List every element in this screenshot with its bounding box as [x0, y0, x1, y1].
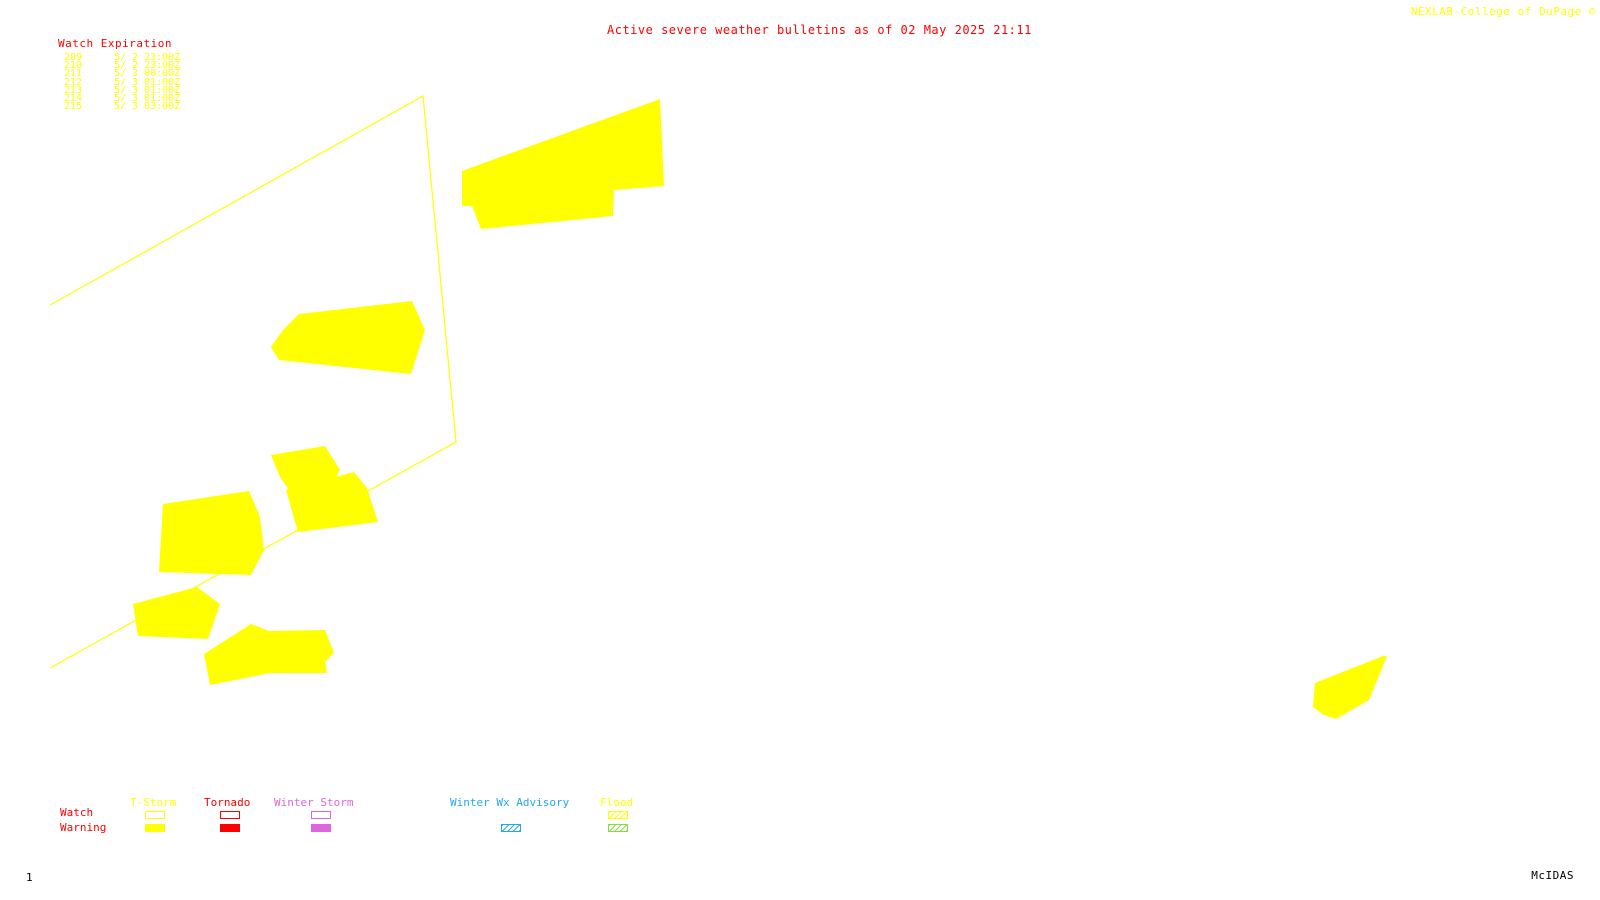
legend-tornado-watch-swatch	[220, 811, 240, 819]
legend-tornado-warning-swatch	[220, 824, 240, 832]
legend-winter-storm-label: Winter Storm	[274, 796, 354, 809]
legend-tstorm-label: T-Storm	[130, 796, 177, 809]
legend-winter-storm-warning-swatch	[311, 824, 331, 832]
tstorm-warning-polygon	[159, 491, 264, 575]
tstorm-watch-outline	[49, 95, 457, 669]
frame-number: 1	[26, 871, 34, 884]
tstorm-warning-polygon	[271, 301, 425, 374]
legend-watch-label: Watch	[60, 806, 94, 819]
tstorm-warning-polygon	[462, 99, 664, 229]
tstorm-warning-polygon	[204, 624, 334, 685]
tstorm-warning-polygon	[133, 587, 220, 639]
legend-flood-warning-swatch	[608, 824, 628, 832]
legend-flood-watch-swatch	[608, 811, 628, 819]
bulletin-title: Active severe weather bulletins as of 02…	[607, 23, 1032, 37]
legend-warning-label: Warning	[60, 821, 107, 834]
brand-label: NEXLAB-College of DuPage ©	[1410, 5, 1596, 18]
legend-tornado-label: Tornado	[204, 796, 251, 809]
legend-winter-advisory-swatch	[501, 824, 521, 832]
watch-expiration-heading: Watch Expiration	[58, 37, 172, 50]
legend-tstorm-watch-swatch	[145, 811, 165, 819]
tstorm-warning-polygon	[286, 472, 378, 532]
software-label: McIDAS	[1531, 869, 1574, 882]
legend-winter-advisory-label: Winter Wx Advisory	[450, 796, 570, 809]
legend-winter-storm-watch-swatch	[311, 811, 331, 819]
legend-tstorm-warning-swatch	[145, 824, 165, 832]
tstorm-warning-polygon	[1313, 656, 1387, 719]
legend-flood-label: Flood	[600, 796, 634, 809]
